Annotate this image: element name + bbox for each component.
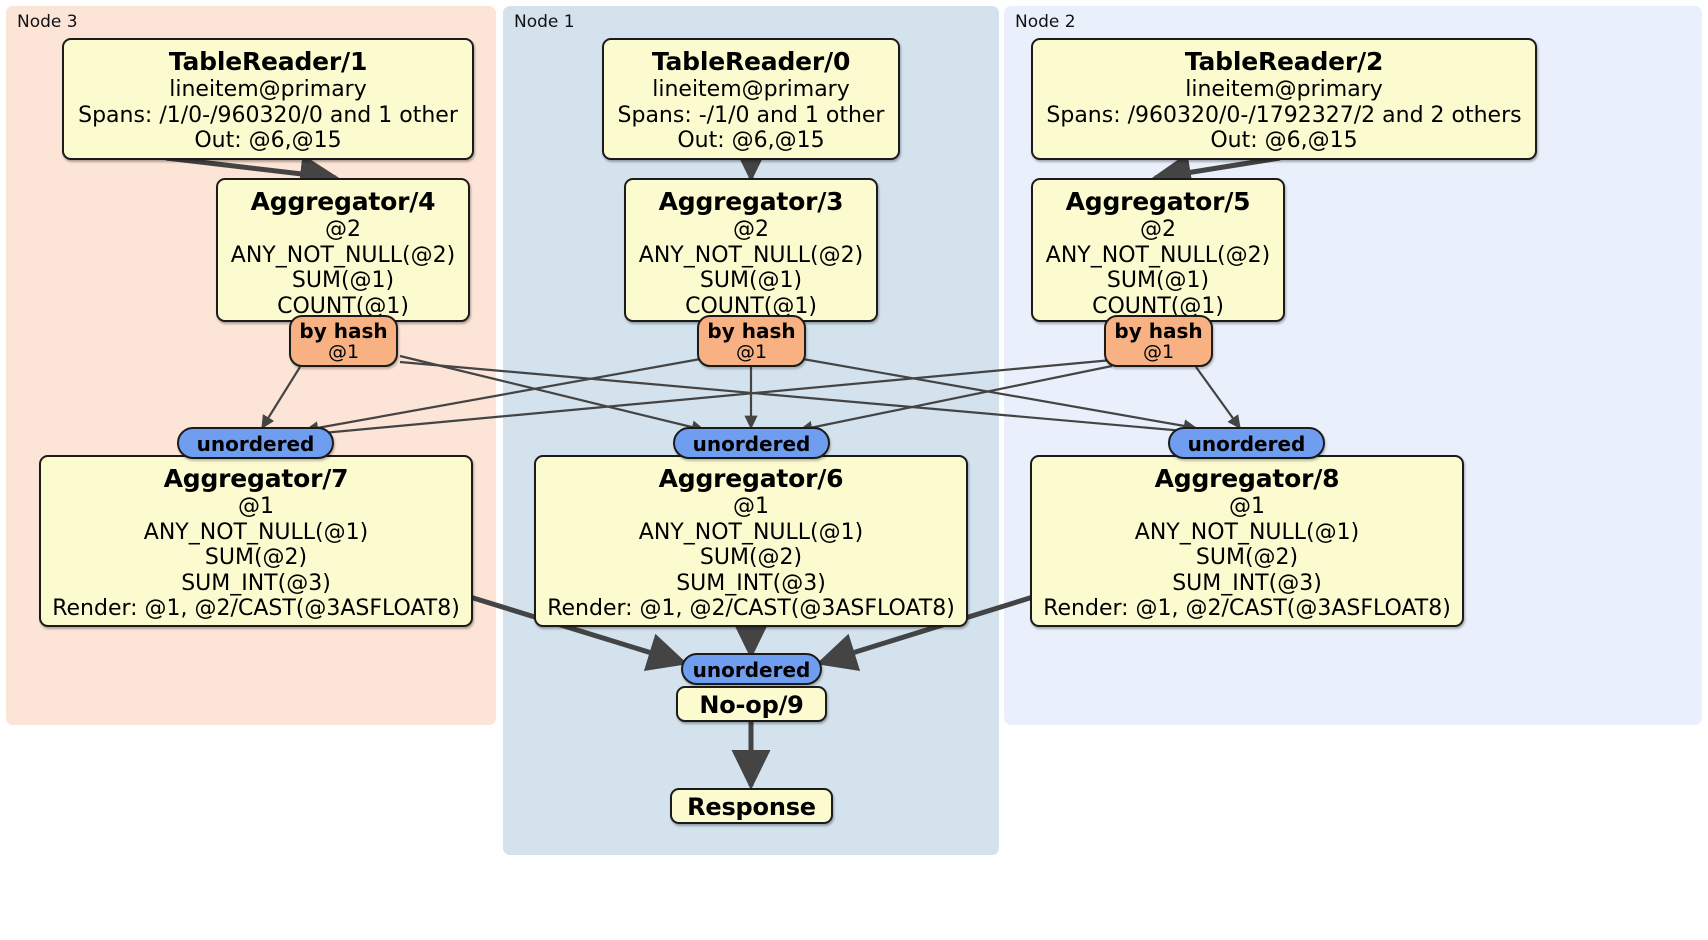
processor-detail-line: lineitem@primary	[1185, 77, 1383, 102]
processor-detail-line: Render: @1, @2/CAST(@3ASFLOAT8)	[547, 596, 955, 622]
node-panel-label-node2: Node 2	[1015, 12, 1076, 32]
hash-router-right[interactable]: by hash @1	[1104, 315, 1213, 367]
processor-detail-line: ANY_NOT_NULL(@1)	[1134, 519, 1360, 545]
synchronizer-label: unordered	[1187, 432, 1306, 456]
processor-aggregator-8[interactable]: Aggregator/8 @1 ANY_NOT_NULL(@1) SUM(@2)…	[1030, 455, 1464, 627]
hash-router-column: @1	[735, 341, 768, 364]
processor-detail-line: lineitem@primary	[169, 77, 367, 102]
processor-aggregator-6[interactable]: Aggregator/6 @1 ANY_NOT_NULL(@1) SUM(@2)…	[534, 455, 968, 627]
processor-detail-line: ANY_NOT_NULL(@2)	[230, 242, 456, 268]
processor-detail-line: Out: @6,@15	[677, 128, 825, 154]
processor-detail-line: SUM_INT(@3)	[676, 570, 826, 596]
processor-noop-9[interactable]: No-op/9	[676, 686, 827, 722]
processor-detail-line: SUM(@2)	[1195, 545, 1299, 571]
processor-title: Aggregator/5	[1065, 187, 1251, 216]
processor-detail-line: SUM(@1)	[291, 268, 395, 294]
synchronizer-unordered-right[interactable]: unordered	[1168, 427, 1325, 459]
processor-detail-line: Out: @6,@15	[194, 128, 342, 154]
processor-title: TableReader/1	[168, 47, 368, 76]
processor-detail-line: @1	[238, 494, 274, 519]
processor-detail-line: SUM(@1)	[1106, 268, 1210, 294]
node-panel-label-node1: Node 1	[514, 12, 575, 32]
processor-title: Aggregator/8	[1154, 464, 1340, 493]
synchronizer-label: unordered	[692, 432, 811, 456]
processor-detail-line: COUNT(@1)	[277, 293, 409, 319]
hash-router-label: by hash	[1114, 319, 1203, 343]
processor-tablereader-0[interactable]: TableReader/0 lineitem@primary Spans: -/…	[602, 38, 900, 160]
processor-title: Aggregator/4	[250, 187, 436, 216]
hash-router-column: @1	[1142, 341, 1175, 364]
processor-detail-line: SUM(@2)	[204, 545, 308, 571]
processor-response[interactable]: Response	[670, 788, 833, 824]
processor-detail-line: @2	[325, 217, 361, 242]
processor-title: No-op/9	[699, 691, 804, 719]
processor-detail-line: SUM(@1)	[699, 268, 803, 294]
synchronizer-unordered-left[interactable]: unordered	[177, 427, 334, 459]
processor-detail-line: @2	[1140, 217, 1176, 242]
processor-title: Response	[687, 793, 816, 821]
processor-detail-line: SUM_INT(@3)	[181, 570, 331, 596]
hash-router-column: @1	[327, 341, 360, 364]
processor-title: Aggregator/6	[658, 464, 844, 493]
hash-router-label: by hash	[299, 319, 388, 343]
hash-router-center[interactable]: by hash @1	[697, 315, 806, 367]
synchronizer-unordered-final[interactable]: unordered	[681, 653, 822, 685]
processor-detail-line: ANY_NOT_NULL(@2)	[1045, 242, 1271, 268]
synchronizer-unordered-center[interactable]: unordered	[673, 427, 830, 459]
hash-router-left[interactable]: by hash @1	[289, 315, 398, 367]
processor-detail-line: ANY_NOT_NULL(@1)	[143, 519, 369, 545]
processor-detail-line: Render: @1, @2/CAST(@3ASFLOAT8)	[1043, 596, 1451, 622]
processor-title: Aggregator/3	[658, 187, 844, 216]
processor-detail-line: SUM(@2)	[699, 545, 803, 571]
processor-detail-line: Spans: /1/0-/960320/0 and 1 other	[78, 102, 458, 128]
processor-aggregator-5[interactable]: Aggregator/5 @2 ANY_NOT_NULL(@2) SUM(@1)…	[1031, 178, 1285, 322]
processor-detail-line: Render: @1, @2/CAST(@3ASFLOAT8)	[52, 596, 460, 622]
processor-aggregator-7[interactable]: Aggregator/7 @1 ANY_NOT_NULL(@1) SUM(@2)…	[39, 455, 473, 627]
processor-detail-line: SUM_INT(@3)	[1172, 570, 1322, 596]
processor-detail-line: ANY_NOT_NULL(@2)	[638, 242, 864, 268]
hash-router-label: by hash	[707, 319, 796, 343]
processor-detail-line: @1	[1229, 494, 1265, 519]
processor-detail-line: COUNT(@1)	[1092, 293, 1224, 319]
processor-detail-line: Out: @6,@15	[1210, 128, 1358, 154]
processor-detail-line: ANY_NOT_NULL(@1)	[638, 519, 864, 545]
processor-detail-line: @2	[733, 217, 769, 242]
processor-detail-line: COUNT(@1)	[685, 293, 817, 319]
processor-aggregator-4[interactable]: Aggregator/4 @2 ANY_NOT_NULL(@2) SUM(@1)…	[216, 178, 470, 322]
processor-title: Aggregator/7	[163, 464, 349, 493]
processor-aggregator-3[interactable]: Aggregator/3 @2 ANY_NOT_NULL(@2) SUM(@1)…	[624, 178, 878, 322]
processor-detail-line: lineitem@primary	[652, 77, 850, 102]
synchronizer-label: unordered	[196, 432, 315, 456]
synchronizer-label: unordered	[692, 658, 811, 682]
processor-detail-line: @1	[733, 494, 769, 519]
processor-tablereader-1[interactable]: TableReader/1 lineitem@primary Spans: /1…	[62, 38, 474, 160]
processor-detail-line: Spans: -/1/0 and 1 other	[617, 102, 885, 128]
processor-title: TableReader/0	[651, 47, 851, 76]
processor-detail-line: Spans: /960320/0-/1792327/2 and 2 others	[1046, 102, 1522, 128]
processor-tablereader-2[interactable]: TableReader/2 lineitem@primary Spans: /9…	[1031, 38, 1537, 160]
node-panel-label-node3: Node 3	[17, 12, 78, 32]
processor-title: TableReader/2	[1184, 47, 1384, 76]
